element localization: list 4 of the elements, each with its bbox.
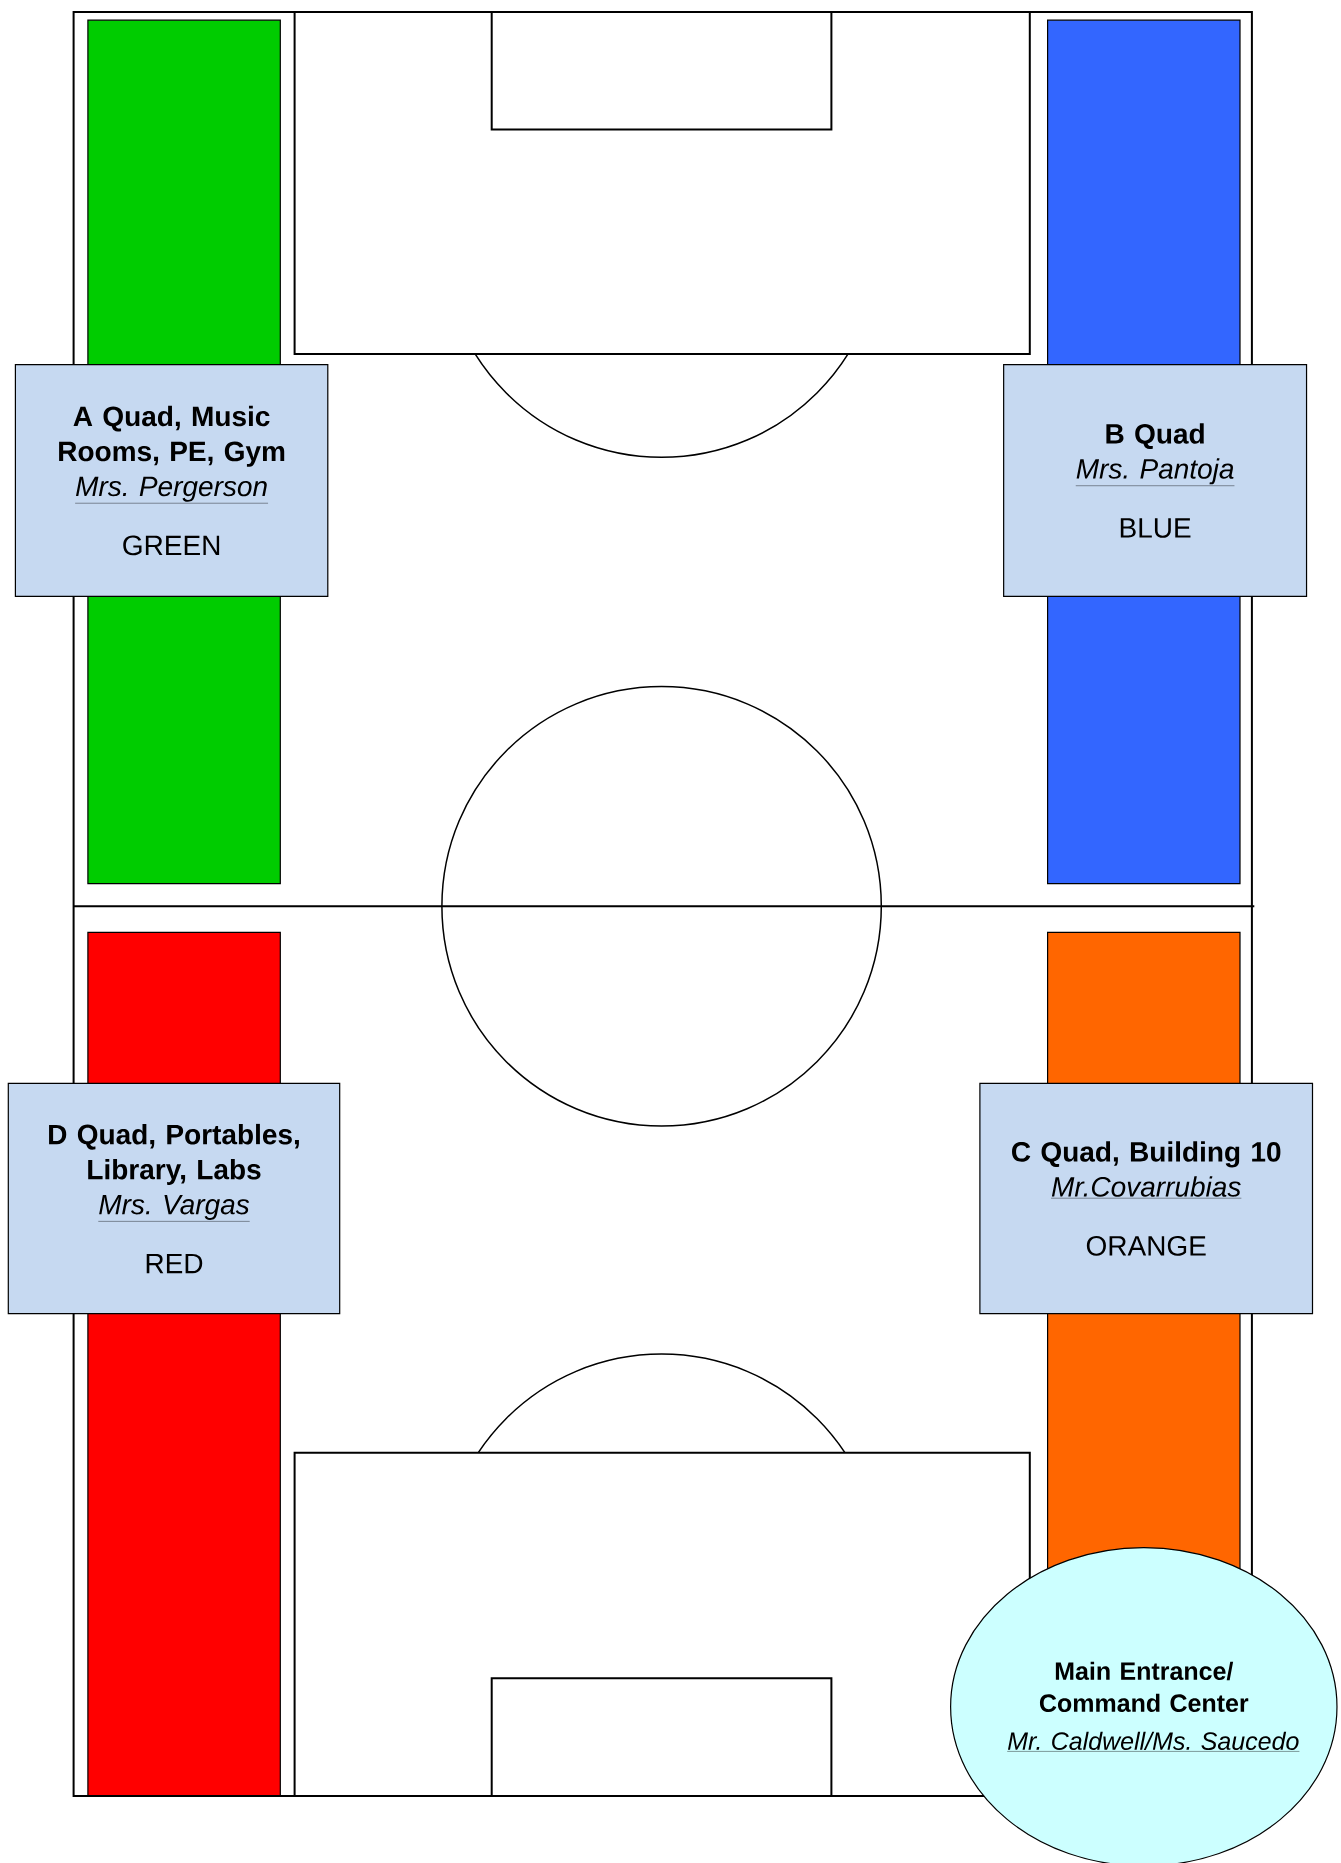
label-box: C Quad, Building 10 Mr.Covarrubias ORANGE xyxy=(979,1082,1314,1315)
label-box: B Quad Mrs. Pantoja BLUE xyxy=(1003,364,1308,597)
label-box: A Quad, Music Rooms, PE, Gym Mrs. Pergerson GREEN xyxy=(14,364,329,597)
label-box: D Quad, Portables, Library, Labs Mrs. Vargas RED xyxy=(7,1082,341,1315)
